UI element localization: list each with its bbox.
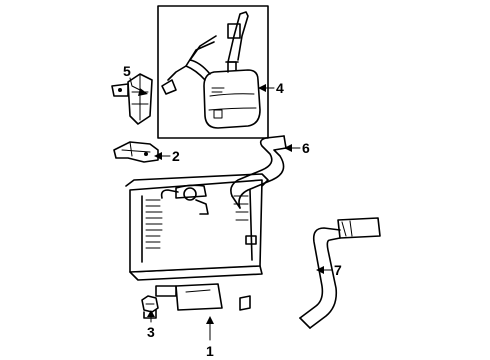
callout-5: 5: [123, 63, 131, 79]
callout-6: 6: [302, 140, 310, 156]
tank-bracket: [111, 73, 153, 125]
radiator-core-fins: [145, 195, 249, 249]
reserve-tank-inset-box: [157, 5, 269, 139]
upper-hose: [230, 135, 287, 209]
callout-1: 1: [206, 343, 214, 359]
callout-7: 7: [334, 262, 342, 278]
callout-2: 2: [172, 148, 180, 164]
reserve-tank: [203, 61, 261, 129]
drain-plug: [141, 295, 159, 319]
lower-hose: [299, 217, 381, 329]
leader-lines: [129, 77, 333, 341]
callout-3: 3: [147, 324, 155, 340]
bracket: [113, 141, 159, 163]
radiator: [125, 173, 269, 311]
reserve-tank-hose: [161, 11, 249, 95]
callout-4: 4: [276, 80, 284, 96]
